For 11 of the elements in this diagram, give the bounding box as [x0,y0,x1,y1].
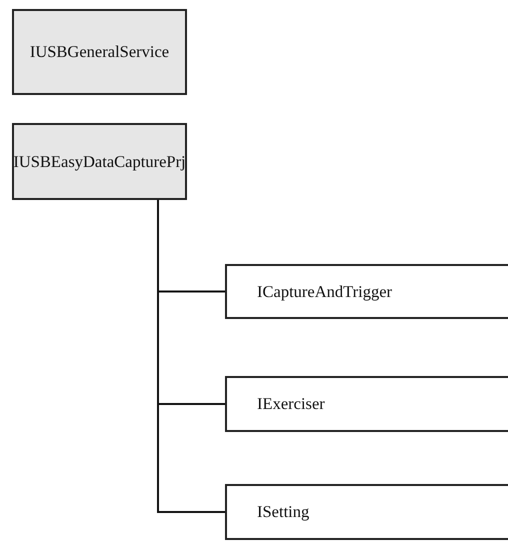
interface-box [225,264,508,319]
connector-line [157,200,225,513]
interface-box [225,376,508,432]
interface-name: ICaptureAndTrigger [257,282,392,302]
interface-name: ISetting [257,502,310,522]
interface-box [12,9,187,95]
interface-name: IExerciser [257,394,325,414]
interface-name: IUSBEasyDataCapturePrj [13,152,186,172]
interface-box [12,123,187,200]
interface-name: IUSBGeneralService [30,42,170,62]
interface-box [225,484,508,540]
